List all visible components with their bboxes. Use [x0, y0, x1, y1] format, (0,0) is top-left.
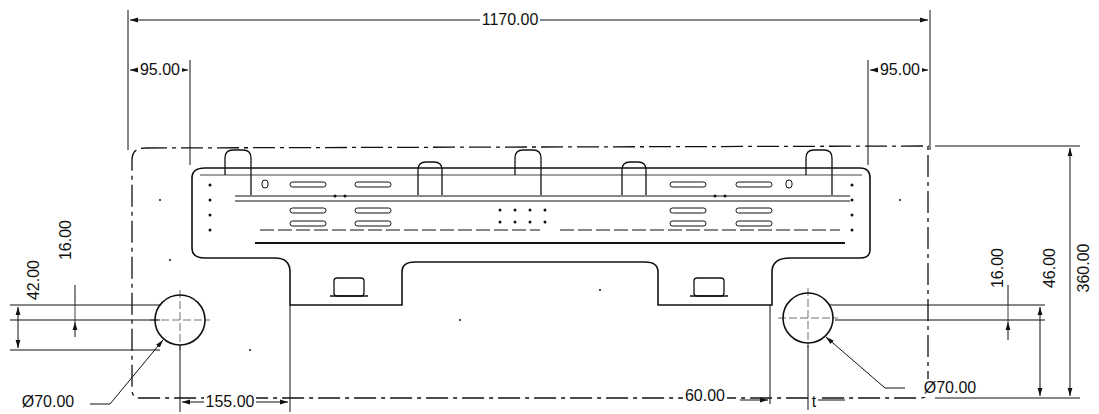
dimension-label: 46.00 [1041, 246, 1059, 290]
dimension-label: 95.00 [878, 61, 922, 79]
dimension-label: Ø70.00 [922, 379, 978, 397]
dimension-label: 16.00 [57, 218, 75, 262]
dimension-label: 16.00 [989, 246, 1007, 290]
dimension-label: 60.00 [683, 387, 727, 405]
dimension-label: 95.00 [138, 61, 182, 79]
dimension-label: 1170.00 [480, 11, 541, 29]
dimension-label: Ø70.00 [20, 393, 76, 411]
dimension-label: 155.00 [204, 393, 257, 411]
dimension-label: 360.00 [1075, 242, 1093, 295]
dimension-label: t [810, 393, 818, 411]
dimension-label: 42.00 [25, 258, 43, 302]
